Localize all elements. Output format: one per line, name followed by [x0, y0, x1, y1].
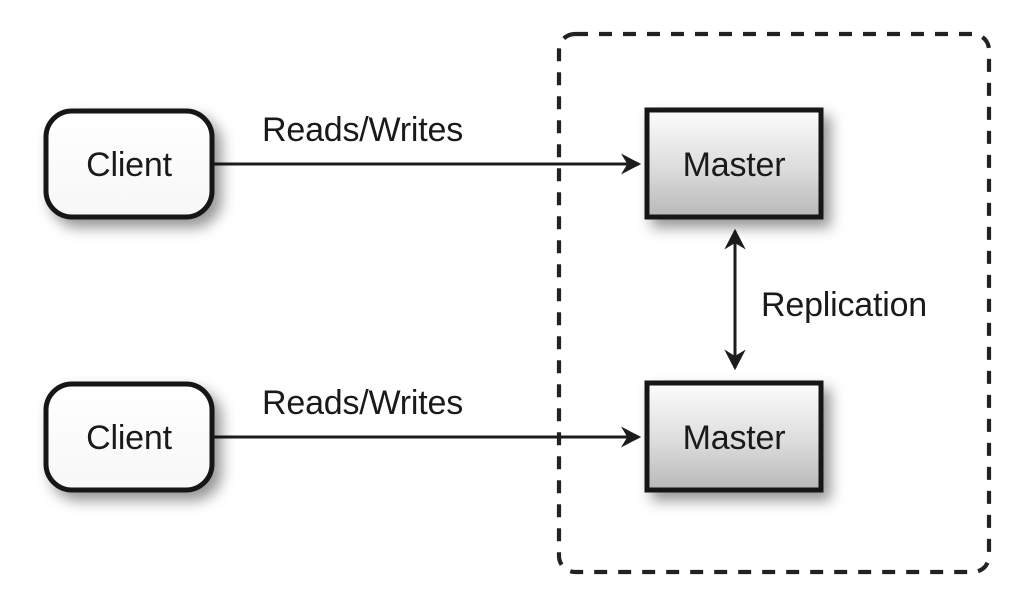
master-cluster-boundary [556, 31, 992, 575]
edge-label-reads-writes-bottom: Reads/Writes [262, 384, 463, 422]
node-master-bottom-label: Master [683, 419, 786, 457]
node-master-bottom[interactable]: Master [644, 380, 824, 493]
edge-label-reads-writes-top: Reads/Writes [262, 111, 463, 149]
edge-label-replication: Replication [761, 286, 927, 324]
node-client-bottom[interactable]: Client [43, 381, 215, 493]
node-master-top-label: Master [683, 146, 786, 184]
node-master-top[interactable]: Master [644, 107, 824, 220]
node-client-top-label: Client [86, 146, 172, 184]
node-client-top[interactable]: Client [43, 108, 215, 220]
node-client-bottom-label: Client [86, 419, 172, 457]
